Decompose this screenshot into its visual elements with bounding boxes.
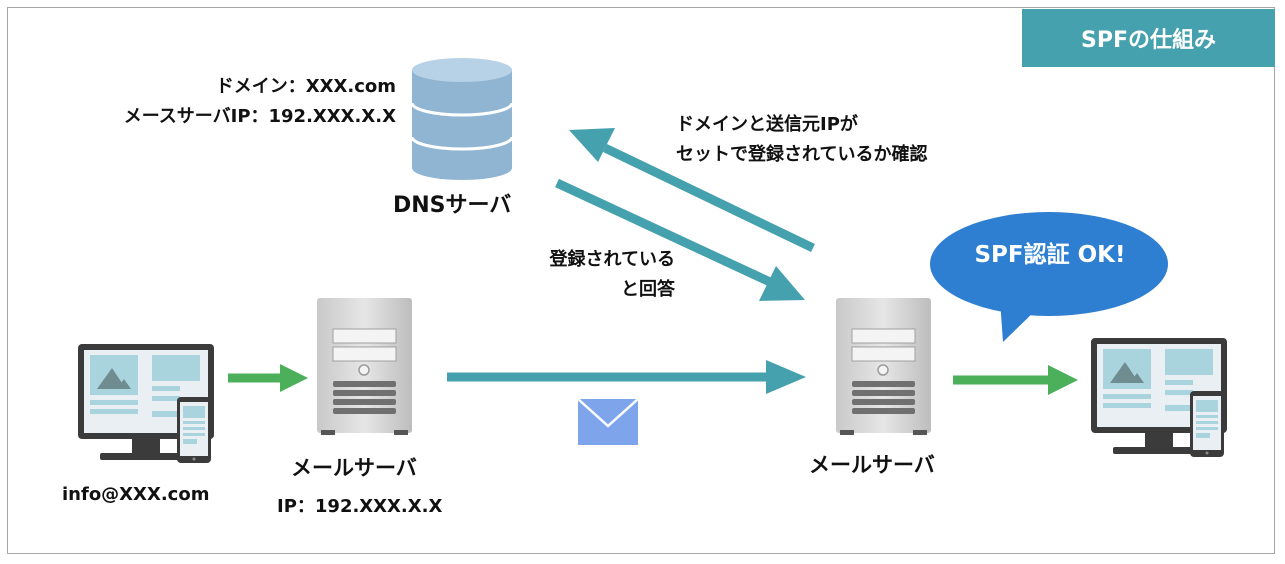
dns-server-label: DNSサーバ: [393, 193, 512, 218]
receiving-server-icon: [836, 298, 931, 435]
result-speech-bubble: [930, 212, 1168, 342]
answer-arrow: [555, 178, 805, 301]
dns-record-ip: メースサーバIP：192.XXX.X.X: [123, 106, 396, 127]
deliver-arrow: [953, 365, 1078, 395]
envelope-icon: [577, 398, 639, 445]
dns-record-domain: ドメイン：XXX.com: [215, 76, 396, 97]
receiving-server-label: メールサーバ: [809, 453, 935, 477]
dns-database-icon: [410, 58, 514, 180]
sender-computer-icon: [78, 344, 214, 463]
spf-result-text: SPF認証 OK!: [974, 242, 1126, 268]
mail-transfer-arrow: [447, 360, 806, 394]
answer-note-line1: 登録されている: [549, 249, 675, 270]
sending-server-label: メールサーバ: [291, 456, 417, 480]
diagram-frame: [7, 7, 1275, 554]
send-arrow: [228, 364, 308, 392]
answer-note-line2: と回答: [621, 279, 675, 300]
query-note-line2: セットで登録されているか確認: [676, 144, 928, 165]
sending-server-ip: IP：192.XXX.X.X: [277, 496, 443, 517]
sender-address: info@XXX.com: [62, 484, 210, 505]
query-note-line1: ドメインと送信元IPが: [676, 114, 858, 135]
sending-server-icon: [317, 298, 412, 435]
title-badge: SPFの仕組み: [1022, 9, 1275, 67]
recipient-computer-icon: [1091, 338, 1227, 457]
query-arrow: [569, 128, 815, 253]
